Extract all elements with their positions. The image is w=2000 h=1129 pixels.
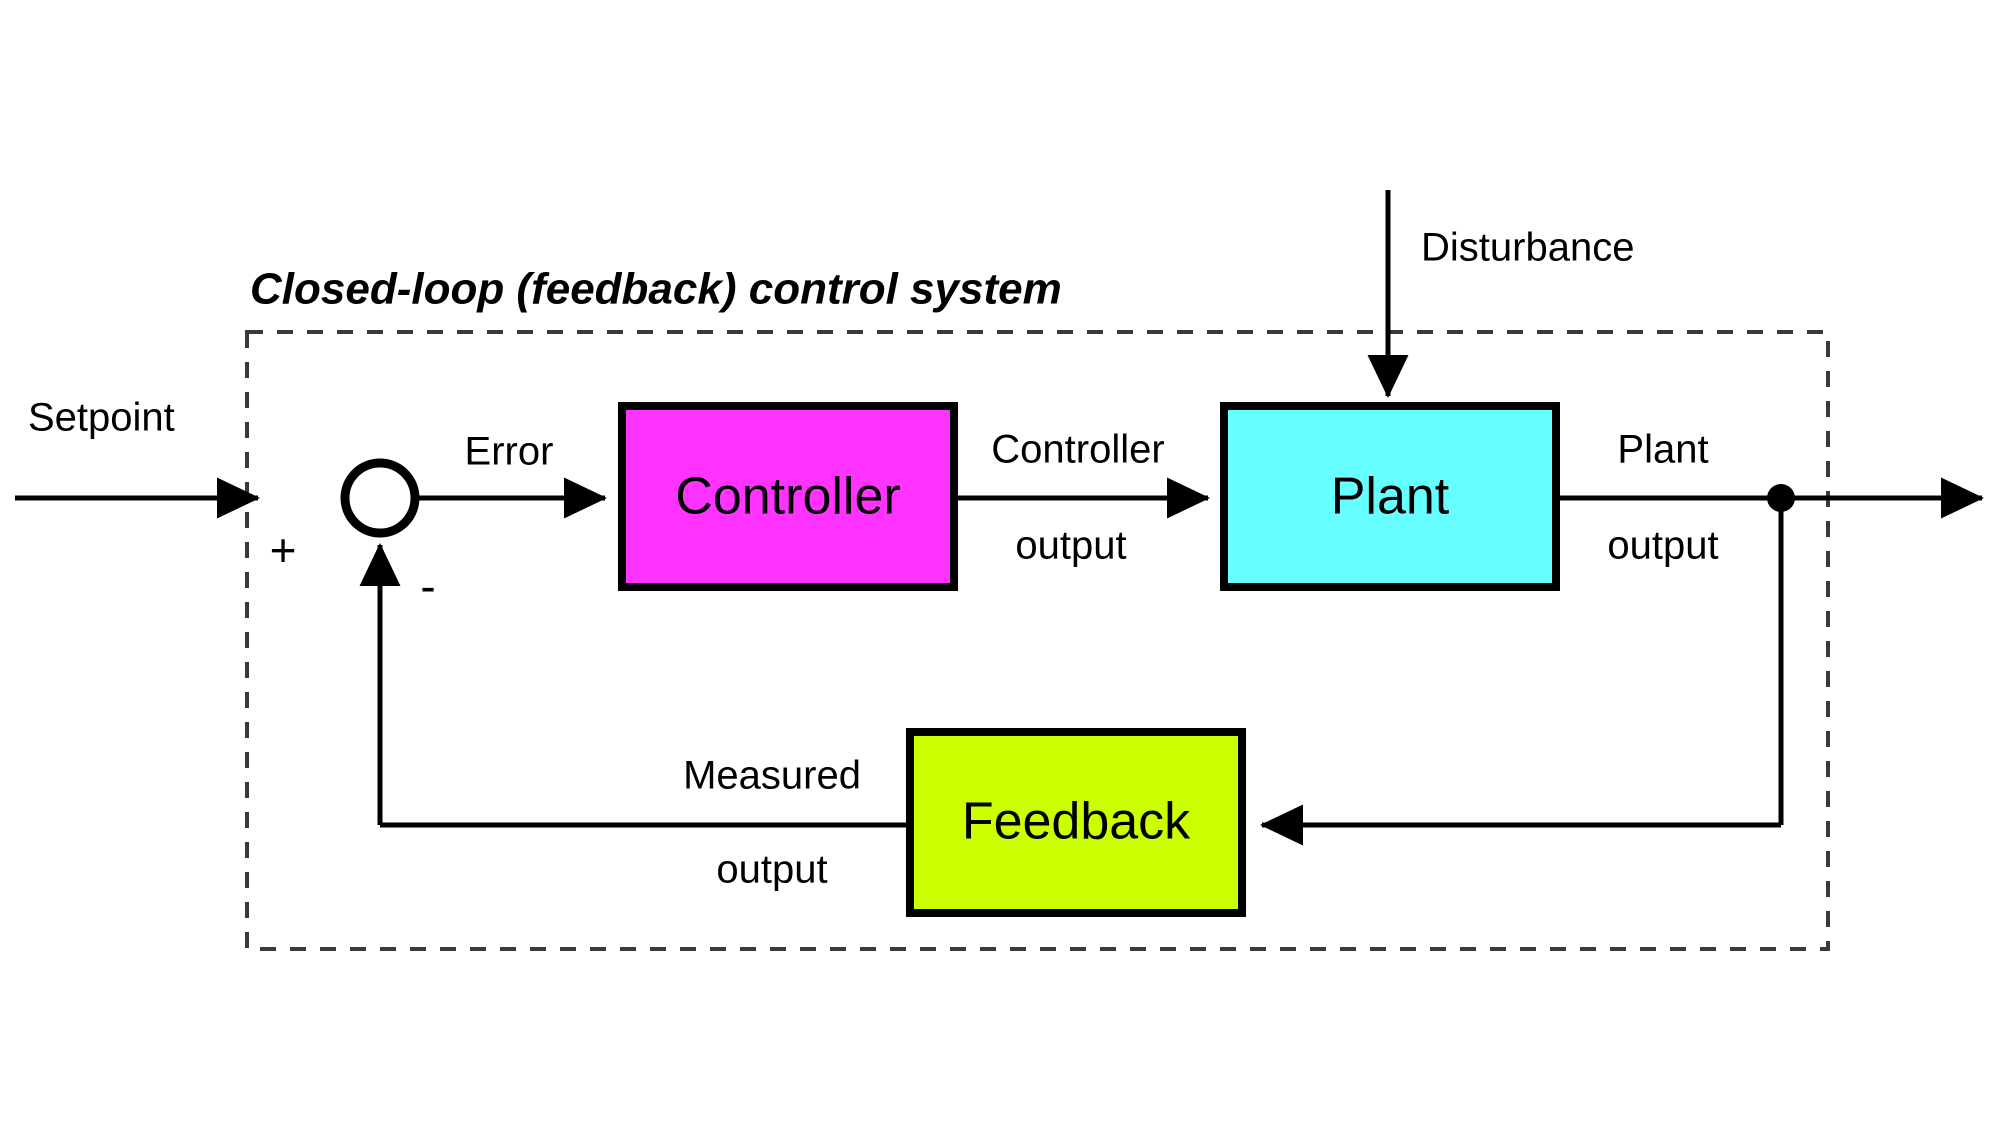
measured-output-label-line1: Measured (683, 754, 861, 798)
controller-block[interactable] (618, 402, 958, 591)
setpoint-label: Setpoint (28, 396, 175, 440)
summing-junction (340, 458, 420, 538)
error-label: Error (465, 430, 554, 474)
feedback-block[interactable] (906, 728, 1246, 917)
plant-output-label-line1: Plant (1617, 428, 1708, 472)
plant-output-label-line2: output (1607, 524, 1718, 568)
closed-loop-boundary (245, 330, 1830, 951)
feedback-block-label: Feedback (962, 793, 1191, 851)
diagram-title: Closed-loop (feedback) control system (250, 265, 1062, 314)
measured-output-label-line2: output (716, 848, 827, 892)
controller-block-label: Controller (675, 468, 900, 526)
summing-minus-sign: - (420, 560, 435, 612)
disturbance-label: Disturbance (1421, 226, 1634, 270)
controller-output-label-line2: output (1015, 524, 1126, 568)
plant-block-label: Plant (1331, 468, 1450, 526)
controller-output-label-line1: Controller (991, 428, 1164, 472)
summing-plus-sign: + (270, 524, 297, 576)
